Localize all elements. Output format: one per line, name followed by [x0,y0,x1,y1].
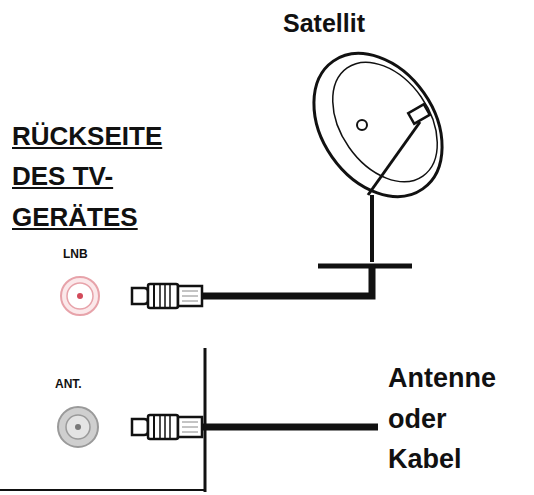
ant-socket [58,407,98,447]
source-label: Antenne oder Kabel [388,358,496,480]
satellite-cable [200,266,372,296]
ant-plug [132,415,202,439]
panel-heading: RÜCKSEITE DES TV-GERÄTES [12,116,162,237]
lnb-socket [61,277,99,315]
socket-label: ANT. [55,378,82,391]
antenna-cable [196,424,378,431]
satellite-dish [287,29,468,266]
lnb-plug [132,284,202,308]
satellite-label: Satellit [283,8,365,38]
socket-label: LNB [63,248,88,261]
tv-edge [204,348,207,492]
tv-edge [0,489,205,491]
